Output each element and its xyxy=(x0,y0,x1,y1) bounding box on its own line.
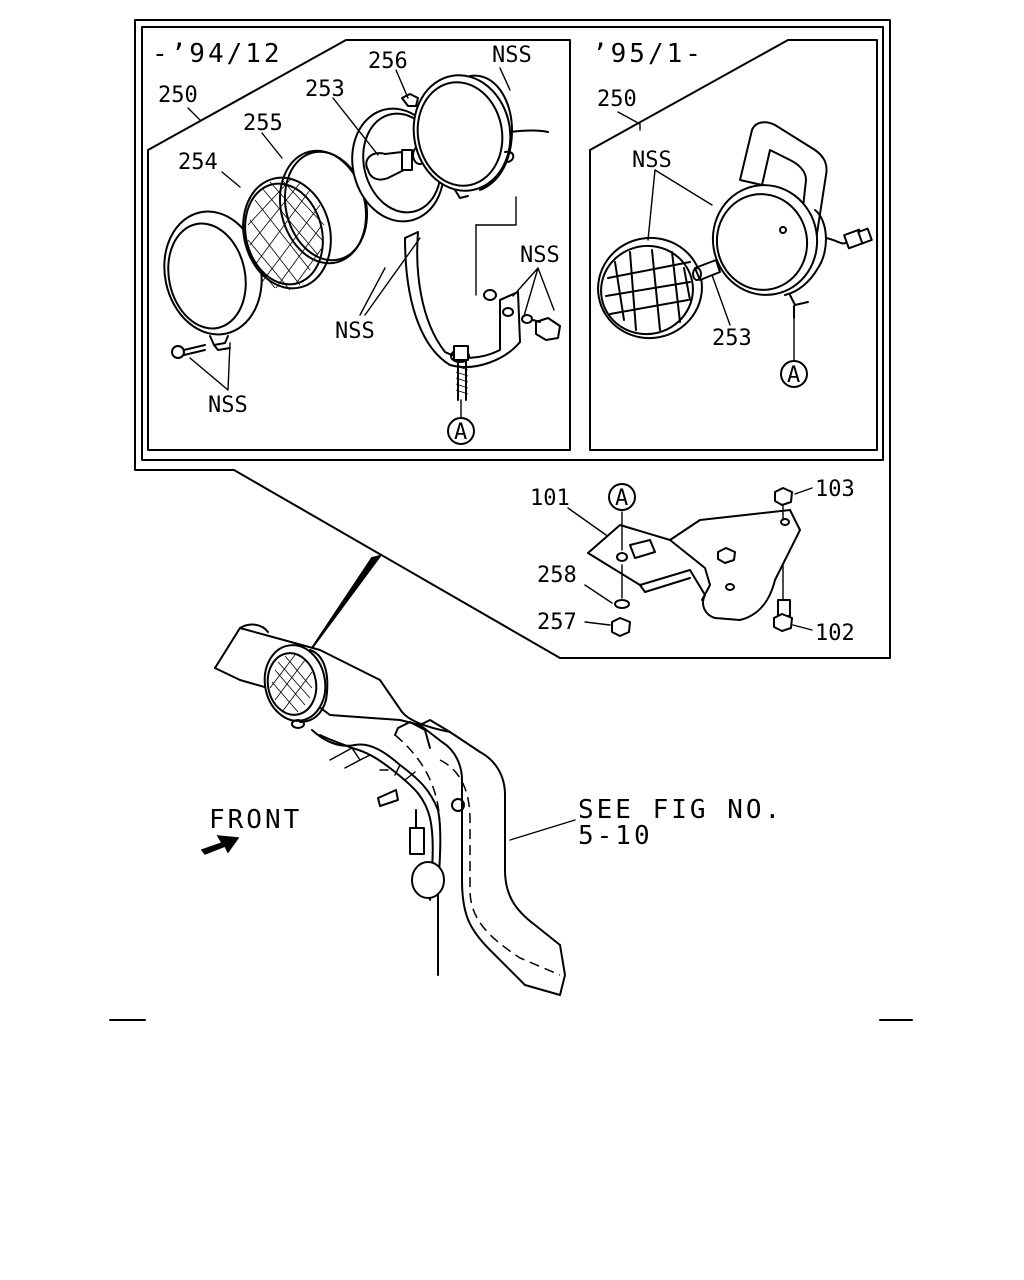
nut-257 xyxy=(584,617,631,637)
front-arrow xyxy=(200,835,240,855)
see-fig-label: SEE FIG NO. xyxy=(578,795,783,825)
part-103: 103 xyxy=(815,477,855,502)
callout-pointer xyxy=(311,554,383,649)
washer-258 xyxy=(584,564,630,609)
svg-text:A: A xyxy=(615,486,628,511)
leader-nss-right xyxy=(647,169,713,241)
nss-label-bottom: NSS xyxy=(208,393,248,418)
leader-253-right xyxy=(711,274,731,326)
part-257: 257 xyxy=(537,610,577,635)
bracket-assembly xyxy=(587,509,801,621)
leaders-left xyxy=(187,67,555,391)
period-label-right: ’95/1- xyxy=(592,39,704,69)
period-label-left: -’94/12 xyxy=(152,39,283,69)
part-250-left: 250 xyxy=(158,83,198,108)
part-101: 101 xyxy=(530,486,570,511)
panel-later-model: ’95/1- 250 NSS 253 A xyxy=(589,39,878,451)
nss-label-top: NSS xyxy=(492,43,532,68)
nss-label-right-panel: NSS xyxy=(632,148,672,173)
vehicle-frame-view xyxy=(214,554,576,996)
part-102: 102 xyxy=(815,621,855,646)
part-253-left: 253 xyxy=(305,77,345,102)
nss-label-middle: NSS xyxy=(335,319,375,344)
reference-a-bracket: A xyxy=(608,483,636,511)
reference-a-left: A xyxy=(447,417,475,445)
leader-101 xyxy=(567,507,607,536)
part-258: 258 xyxy=(537,563,577,588)
reference-a-right: A xyxy=(780,360,808,388)
clip xyxy=(401,93,419,107)
see-fig-number: 5-10 xyxy=(578,821,653,851)
part-254: 254 xyxy=(178,150,218,175)
part-256: 256 xyxy=(368,49,408,74)
washer-and-bolt xyxy=(483,289,561,341)
grille-lamp-front xyxy=(597,236,703,340)
leader-250-right xyxy=(617,111,641,131)
bolt-102 xyxy=(773,564,813,632)
part-250-right: 250 xyxy=(597,87,637,112)
callout-frame xyxy=(134,19,891,659)
bulb-right xyxy=(692,259,721,281)
front-label: FRONT xyxy=(209,805,302,835)
nss-label-right: NSS xyxy=(520,243,560,268)
svg-text:A: A xyxy=(787,363,800,388)
rim-screw xyxy=(171,344,206,359)
bracket-bolt xyxy=(453,345,469,419)
lamp-housing-with-handle xyxy=(711,121,873,306)
lamp-rim-ring xyxy=(163,210,263,351)
part-253-right: 253 xyxy=(712,326,752,351)
svg-text:A: A xyxy=(454,420,467,445)
lamp-housing xyxy=(412,74,549,199)
nut-103 xyxy=(774,487,813,521)
panel-early-model: -’94/12 250 255 254 253 256 NSS NSS NSS … xyxy=(147,39,571,451)
part-255: 255 xyxy=(243,111,283,136)
